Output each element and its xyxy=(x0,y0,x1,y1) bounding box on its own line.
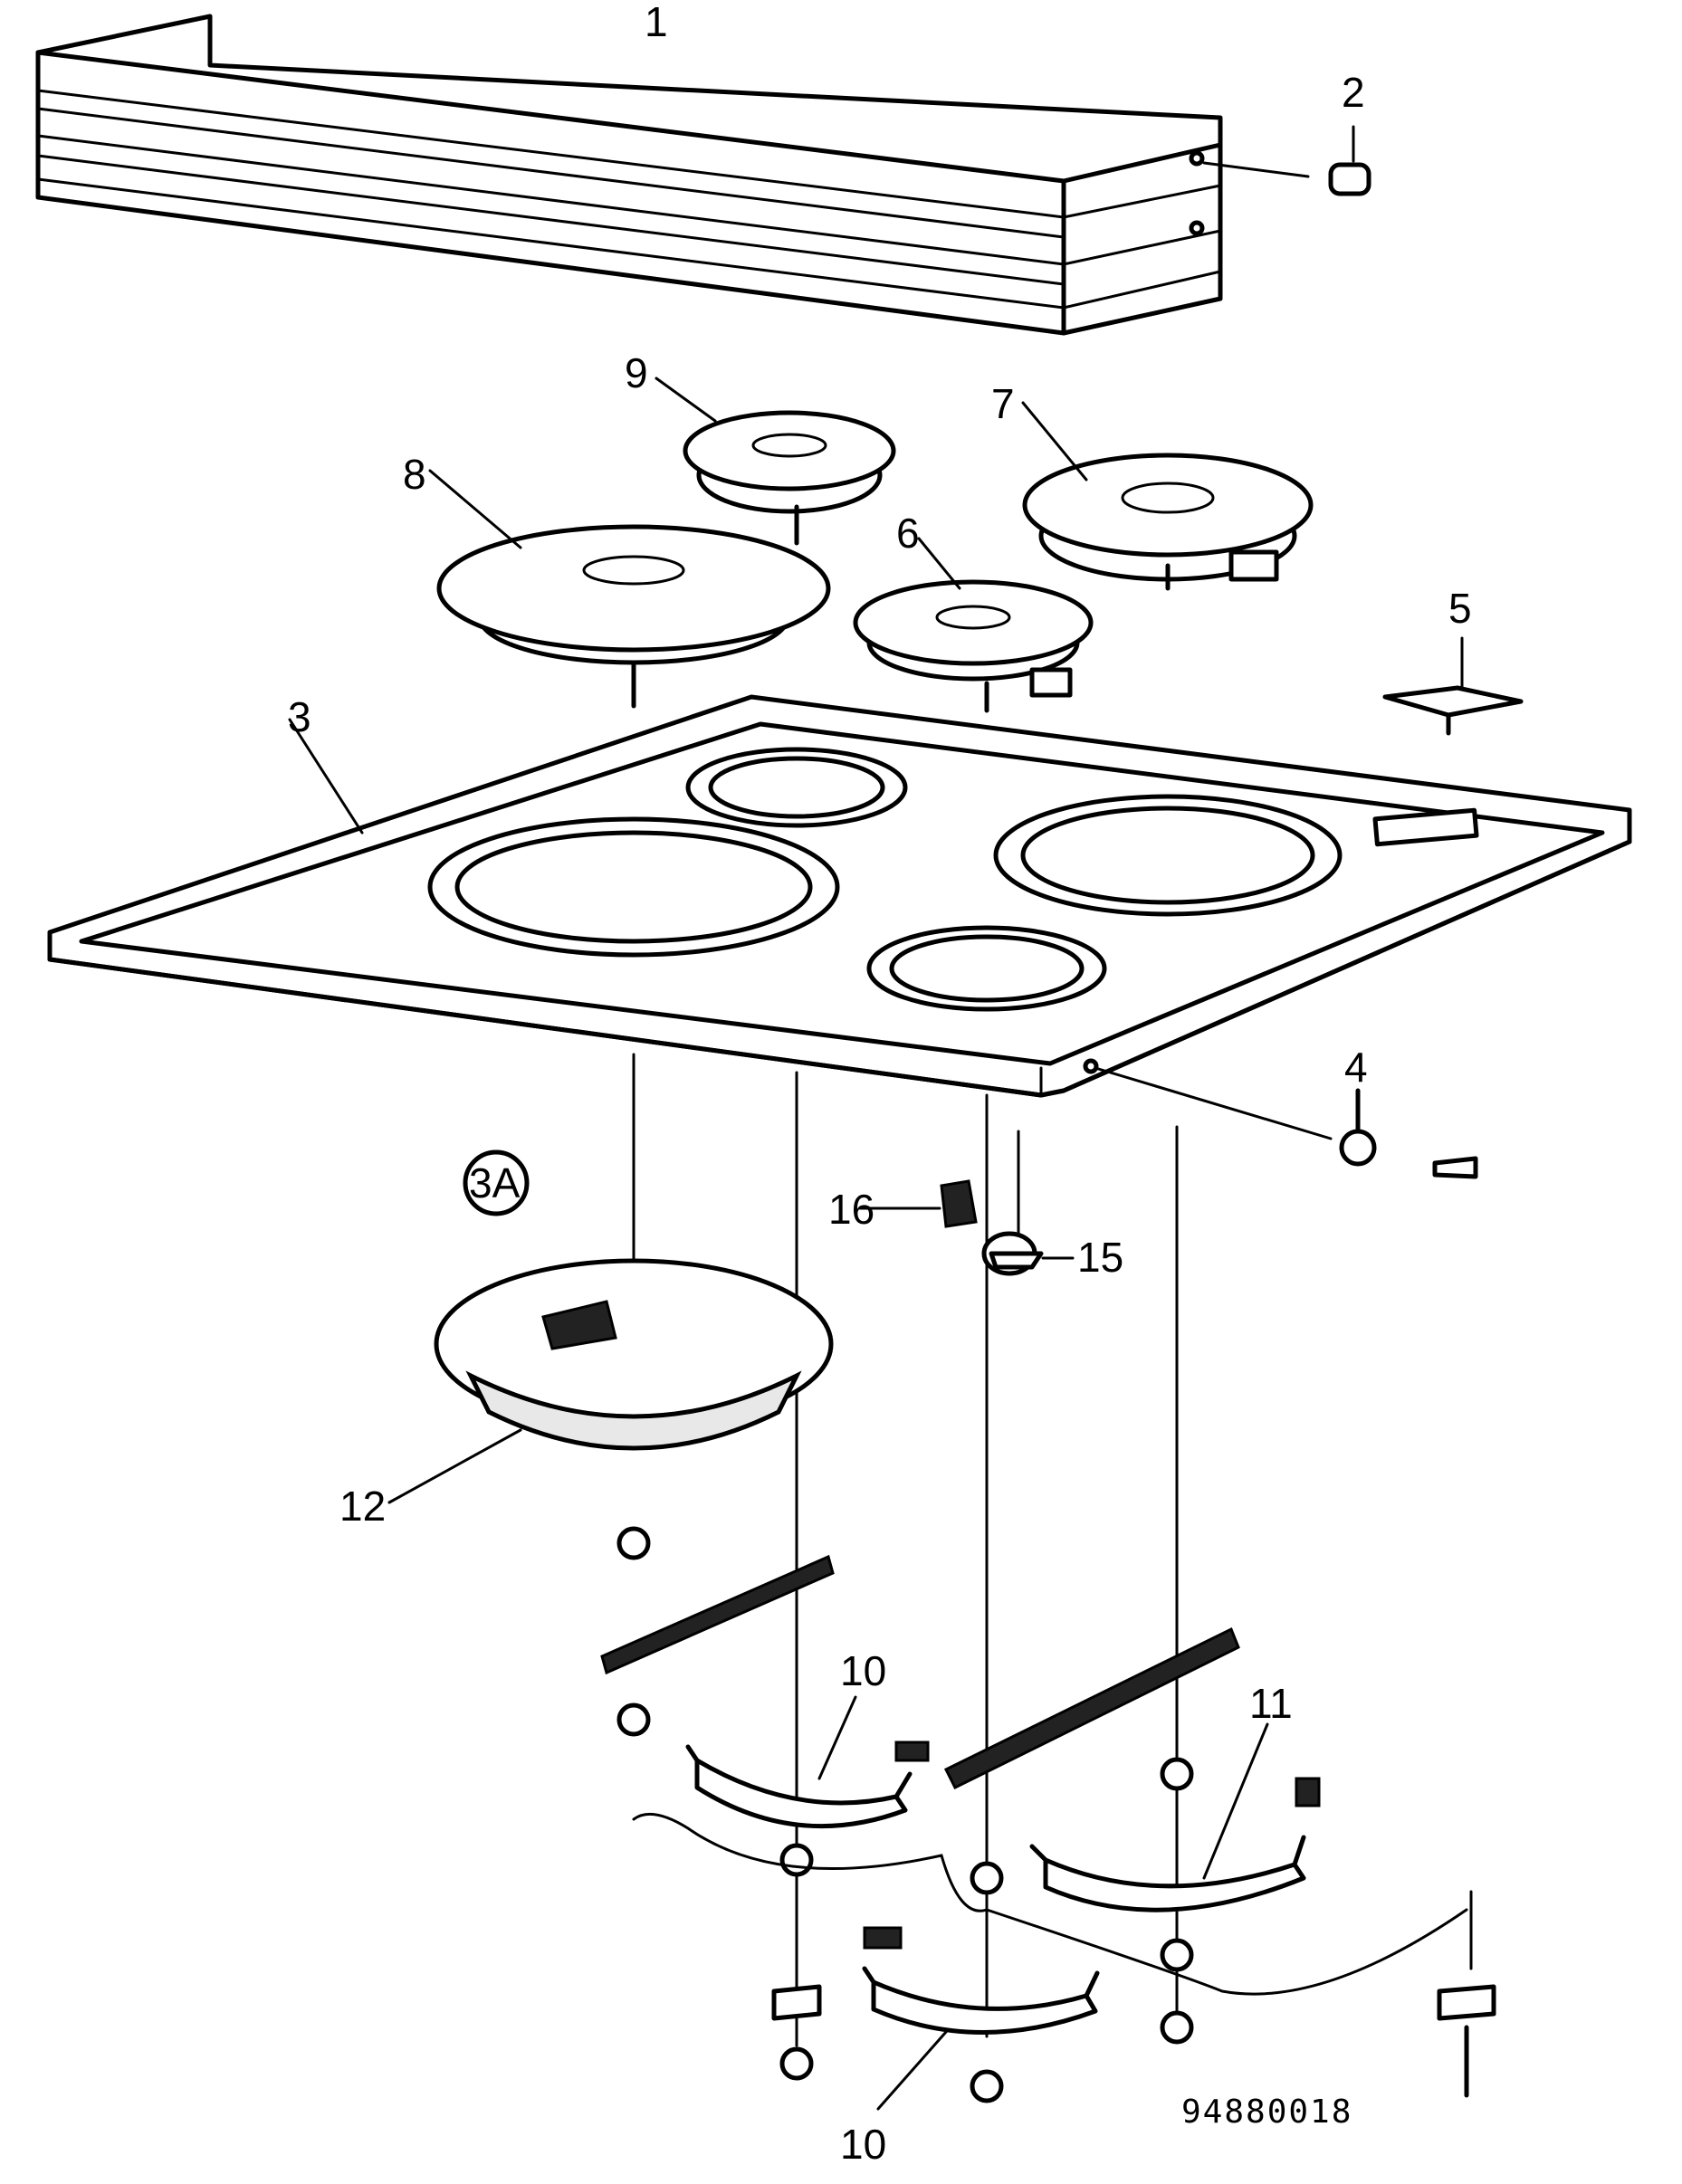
part-8-hotplate-large xyxy=(428,469,831,709)
label-10-lower: 10 xyxy=(840,2121,886,2168)
label-4: 4 xyxy=(1344,1044,1368,1091)
label-11: 11 xyxy=(1249,1680,1293,1727)
part-7-hotplate-right xyxy=(1021,401,1314,591)
part-3-hob-top xyxy=(47,694,1632,1098)
label-10-upper: 10 xyxy=(840,1647,886,1694)
label-12: 12 xyxy=(339,1483,386,1530)
part-4-fixing-bracket xyxy=(1094,1066,1478,1179)
label-2: 2 xyxy=(1342,69,1365,116)
lower-fixings xyxy=(600,1526,1496,2103)
label-1: 1 xyxy=(645,0,668,45)
label-3a-circle xyxy=(463,1149,530,1216)
part-15-thermostat xyxy=(981,1231,1075,1276)
label-16: 16 xyxy=(828,1186,874,1233)
part-10-clamp-upper xyxy=(685,1695,913,1829)
label-9: 9 xyxy=(625,349,648,396)
part-6-hotplate-medium xyxy=(853,537,1094,713)
label-5: 5 xyxy=(1448,585,1472,632)
part-2-cap xyxy=(1202,125,1371,196)
part-16-connector xyxy=(858,1179,978,1228)
part-5-label-plate xyxy=(1382,636,1524,736)
label-3a: 3A xyxy=(469,1159,521,1206)
label-7: 7 xyxy=(991,380,1015,427)
label-3: 3 xyxy=(288,693,311,740)
wiring xyxy=(632,1812,1468,1996)
part-1-back-panel xyxy=(35,14,1223,336)
label-15: 15 xyxy=(1077,1234,1123,1281)
label-6: 6 xyxy=(896,510,920,557)
part-labels: 1 2 9 7 8 6 5 3 4 3A 16 15 12 10 11 10 9… xyxy=(288,0,1472,2168)
part-9-hotplate-small xyxy=(655,377,896,546)
part-11-clamp xyxy=(1029,1722,1306,1912)
drawing-number: 94880018 xyxy=(1181,2093,1352,2131)
part-10-clamp-lower xyxy=(862,1966,1100,2111)
part-12-drip-tray xyxy=(387,1258,834,1504)
label-8: 8 xyxy=(403,451,426,498)
